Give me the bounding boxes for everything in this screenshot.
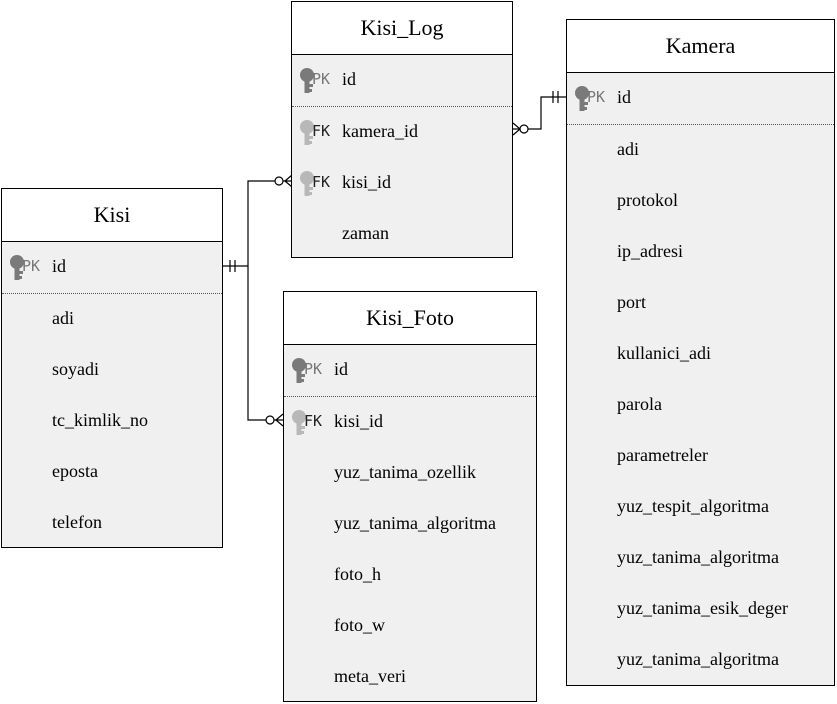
- attribute-name: yuz_tanima_algoritma: [334, 513, 496, 533]
- attribute-row[interactable]: adi: [2, 294, 222, 345]
- attribute-name: zaman: [342, 223, 389, 243]
- attribute-name: tc_kimlik_no: [52, 410, 148, 430]
- key-icon: [290, 409, 312, 437]
- primary-key-row[interactable]: PK id: [2, 242, 222, 293]
- key-icon: [298, 67, 320, 95]
- key-icon: [298, 170, 320, 198]
- attribute-name: foto_h: [334, 564, 381, 584]
- foreign-key-row[interactable]: FK kisi_id: [284, 397, 536, 448]
- attribute-row[interactable]: parametreler: [567, 431, 834, 482]
- attribute-row[interactable]: port: [567, 278, 834, 329]
- primary-key-row[interactable]: PK id: [292, 55, 512, 106]
- attribute-name: kullanici_adi: [617, 343, 711, 363]
- attribute-row[interactable]: yuz_tanima_esik_deger: [567, 584, 834, 635]
- attribute-name: id: [334, 359, 349, 379]
- attribute-name: ip_adresi: [617, 241, 683, 261]
- attribute-row[interactable]: soyadi: [2, 345, 222, 396]
- attribute-row[interactable]: tc_kimlik_no: [2, 396, 222, 447]
- attribute-name: adi: [52, 308, 74, 328]
- attribute-name: yuz_tanima_algoritma: [617, 547, 779, 567]
- key-type-label: FK: [304, 412, 323, 430]
- key-separator: [567, 124, 834, 125]
- attribute-name: meta_veri: [334, 666, 406, 686]
- key-icon: [290, 357, 312, 385]
- attribute-row[interactable]: eposta: [2, 447, 222, 498]
- key-type-label: PK: [22, 257, 41, 275]
- attribute-name: yuz_tanima_ozellik: [334, 462, 476, 482]
- key-separator: [292, 106, 512, 107]
- relationship-kisilog-kamera: [512, 91, 566, 136]
- attribute-row[interactable]: ip_adresi: [567, 227, 834, 278]
- attribute-name: parametreler: [617, 445, 708, 465]
- attribute-row[interactable]: yuz_tanima_ozellik: [284, 448, 536, 499]
- attribute-name: kamera_id: [342, 121, 418, 141]
- attribute-name: kisi_id: [342, 172, 392, 192]
- attribute-name: yuz_tanima_esik_deger: [617, 598, 788, 618]
- attribute-row[interactable]: parola: [567, 380, 834, 431]
- attribute-name: port: [617, 292, 646, 312]
- key-type-label: PK: [312, 70, 331, 88]
- key-icon: [8, 254, 30, 282]
- key-type-label: FK: [312, 122, 331, 140]
- foreign-key-row[interactable]: FK kisi_id: [292, 158, 512, 209]
- relationship-kisi-kisifoto: [247, 266, 284, 427]
- attribute-name: parola: [617, 394, 662, 414]
- attribute-name: yuz_tanima_algoritma: [617, 649, 779, 669]
- attribute-row[interactable]: yuz_tanima_algoritma: [284, 499, 536, 550]
- key-type-label: PK: [587, 88, 606, 106]
- key-separator: [284, 396, 536, 397]
- attribute-row[interactable]: yuz_tespit_algoritma: [567, 482, 834, 533]
- attribute-name: id: [342, 69, 357, 89]
- key-type-label: FK: [312, 173, 331, 191]
- primary-key-row[interactable]: PK id: [567, 73, 834, 124]
- attribute-name: soyadi: [52, 359, 99, 379]
- attribute-name: telefon: [52, 512, 102, 532]
- attribute-row[interactable]: foto_w: [284, 601, 536, 652]
- attribute-name: id: [617, 87, 632, 107]
- entity-title: Kisi_Foto: [284, 292, 536, 345]
- attribute-name: kisi_id: [334, 411, 384, 431]
- attribute-name: id: [52, 256, 67, 276]
- attribute-row[interactable]: zaman: [292, 209, 512, 260]
- attribute-row[interactable]: adi: [567, 125, 834, 176]
- key-icon: [573, 85, 595, 113]
- primary-key-row[interactable]: PK id: [284, 345, 536, 396]
- entity-title: Kisi_Log: [292, 2, 512, 55]
- attribute-row[interactable]: meta_veri: [284, 652, 536, 703]
- key-icon: [298, 119, 320, 147]
- attribute-name: eposta: [52, 461, 98, 481]
- attribute-row[interactable]: protokol: [567, 176, 834, 227]
- key-type-label: PK: [304, 360, 323, 378]
- attribute-name: protokol: [617, 190, 678, 210]
- attribute-name: foto_w: [334, 615, 385, 635]
- attribute-row[interactable]: yuz_tanima_algoritma: [567, 635, 834, 686]
- attribute-row[interactable]: foto_h: [284, 550, 536, 601]
- foreign-key-row[interactable]: FK kamera_id: [292, 107, 512, 158]
- entity-title: Kamera: [567, 20, 834, 73]
- relationship-kisi-kisilog: [223, 174, 293, 272]
- attribute-row[interactable]: telefon: [2, 498, 222, 549]
- entity-title: Kisi: [2, 189, 222, 242]
- attribute-row[interactable]: yuz_tanima_algoritma: [567, 533, 834, 584]
- attribute-row[interactable]: kullanici_adi: [567, 329, 834, 380]
- attribute-name: yuz_tespit_algoritma: [617, 496, 769, 516]
- attribute-name: adi: [617, 139, 639, 159]
- key-separator: [2, 293, 222, 294]
